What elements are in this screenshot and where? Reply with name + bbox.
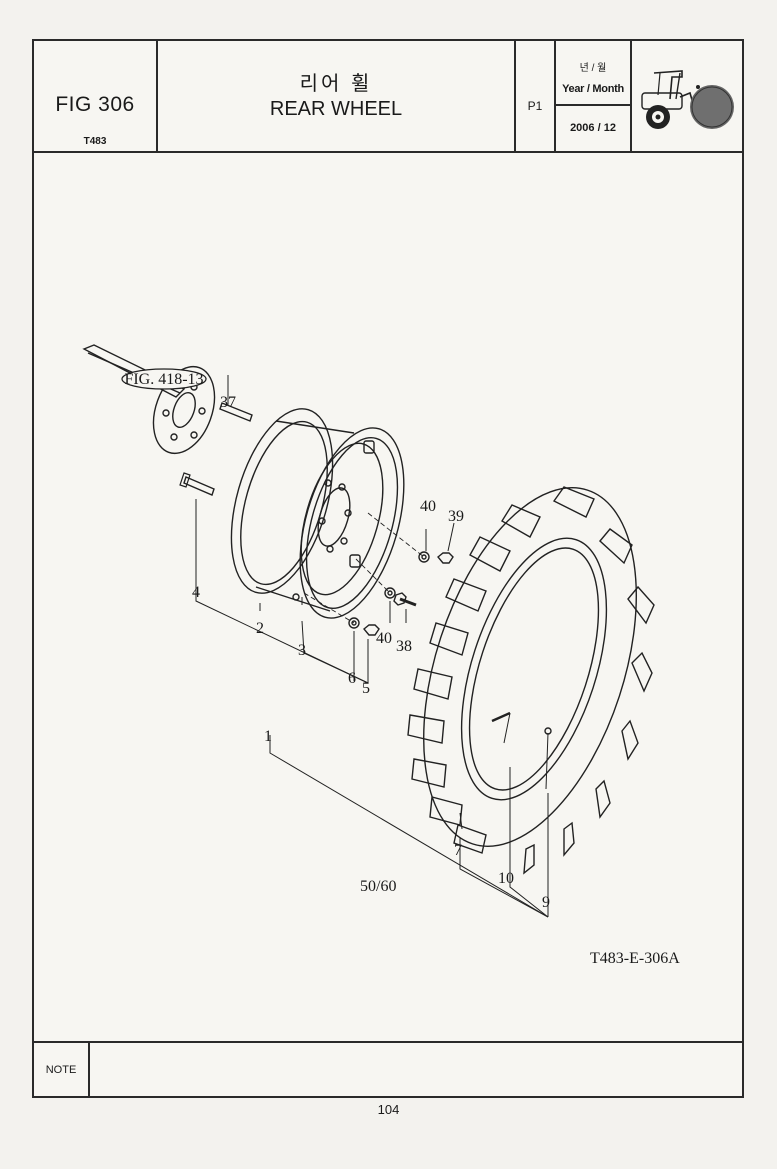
callout-6: 6: [348, 670, 356, 687]
callout-40-lower: 40: [376, 630, 392, 647]
sheet-page: P1: [527, 99, 543, 113]
title-block: FIG 306 T483 리어 휠 REAR WHEEL P1 년 / 월 Ye…: [34, 41, 742, 153]
wheel-disc: [292, 440, 384, 601]
callout-39: 39: [448, 508, 464, 525]
exploded-diagram: FIG. 418-13 37 40 39 4 2 3 40 38 6 5 1 7…: [82, 344, 680, 967]
washer-6: [348, 617, 360, 629]
note-row: NOTE: [34, 1041, 742, 1098]
note-label: NOTE: [34, 1043, 90, 1098]
callout-40-upper: 40: [420, 498, 436, 515]
date-label-korean: 년 / 월: [579, 63, 607, 74]
nut-39: [437, 552, 454, 564]
nut-5: [363, 624, 380, 636]
page-cell: P1: [516, 41, 556, 151]
washer-40-lower: [384, 587, 396, 599]
parts-sheet: FIG 306 T483 리어 휠 REAR WHEEL P1 년 / 월 Ye…: [32, 39, 744, 1098]
callout-3: 3: [298, 642, 306, 659]
page-number: 104: [377, 1102, 400, 1117]
tractor-icon: [641, 70, 734, 129]
callout-2: 2: [256, 620, 264, 637]
fig-reference-label: FIG. 418-13: [124, 371, 203, 388]
tire: [407, 486, 655, 875]
bolt-38: [393, 592, 407, 606]
fig-cell: FIG 306 T483: [34, 41, 158, 151]
callout-7: 7: [454, 842, 462, 859]
callout-4: 4: [192, 584, 200, 601]
fig-reference-oval: [121, 368, 207, 390]
date-label-english: Year / Month: [562, 83, 624, 95]
model-code: T483: [83, 136, 107, 147]
date-cell: 년 / 월 Year / Month 2006 / 12: [556, 41, 632, 151]
title-english: REAR WHEEL: [269, 98, 403, 120]
washer-40-upper: [418, 551, 430, 563]
callout-50-60: 50/60: [360, 878, 396, 895]
title-cell: 리어 휠 REAR WHEEL: [158, 41, 516, 151]
figure-number: FIG 306: [55, 93, 135, 116]
date-value: 2006 / 12: [570, 122, 616, 134]
callout-38: 38: [396, 638, 412, 655]
callout-10: 10: [498, 870, 514, 887]
callout-1: 1: [264, 728, 272, 745]
callout-5: 5: [362, 680, 370, 697]
bolt-4: [183, 476, 215, 496]
callout-9: 9: [542, 894, 550, 911]
date-divider: [556, 104, 630, 106]
tractor-cell: [632, 41, 742, 151]
title-korean: 리어 휠: [299, 73, 373, 95]
stud-37: [219, 402, 253, 422]
callout-37: 37: [220, 394, 236, 411]
drawing-code: T483-E-306A: [590, 950, 680, 967]
